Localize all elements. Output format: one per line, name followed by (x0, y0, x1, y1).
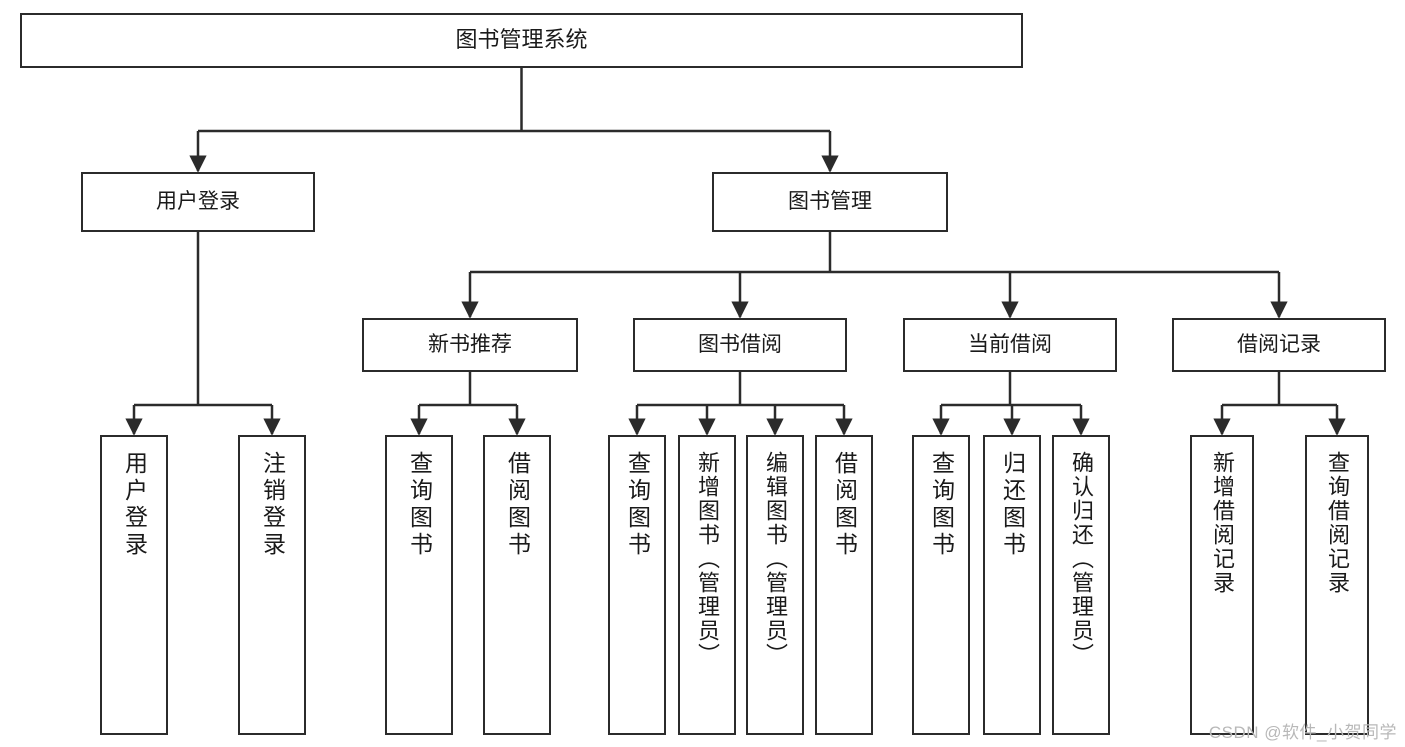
node-leaf6[interactable]: 新增图书（管理员） (678, 435, 736, 735)
node-label: 查询图书 (624, 451, 651, 559)
node-leaf4[interactable]: 借阅图书 (483, 435, 551, 735)
node-label: 借阅图书 (831, 451, 858, 559)
node-label: 确认归还（管理员） (1069, 451, 1094, 667)
node-label: 注销登录 (259, 451, 286, 559)
node-label: 图书管理 (788, 190, 872, 214)
watermark-text: CSDN @软件_小贺同学 (1208, 723, 1397, 742)
node-label: 用户登录 (121, 451, 148, 559)
node-leaf5[interactable]: 查询图书 (608, 435, 666, 735)
node-label: 编辑图书（管理员） (763, 451, 788, 667)
node-label: 归还图书 (999, 451, 1026, 559)
node-leaf12[interactable]: 新增借阅记录 (1190, 435, 1254, 735)
node-leaf9[interactable]: 查询图书 (912, 435, 970, 735)
node-label: 借阅记录 (1237, 333, 1321, 357)
node-leaf3[interactable]: 查询图书 (385, 435, 453, 735)
node-label: 查询借阅记录 (1325, 451, 1350, 595)
node-label: 新书推荐 (428, 333, 512, 357)
node-login[interactable]: 用户登录 (81, 172, 315, 232)
node-label: 新增借阅记录 (1210, 451, 1235, 595)
node-records[interactable]: 借阅记录 (1172, 318, 1386, 372)
node-leaf1[interactable]: 用户登录 (100, 435, 168, 735)
node-leaf11[interactable]: 确认归还（管理员） (1052, 435, 1110, 735)
node-label: 查询图书 (928, 451, 955, 559)
node-bookmgmt[interactable]: 图书管理 (712, 172, 948, 232)
node-label: 新增图书（管理员） (695, 451, 720, 667)
node-label: 当前借阅 (968, 333, 1052, 357)
node-label: 图书借阅 (698, 333, 782, 357)
node-label: 图书管理系统 (455, 27, 588, 53)
node-leaf7[interactable]: 编辑图书（管理员） (746, 435, 804, 735)
node-leaf8[interactable]: 借阅图书 (815, 435, 873, 735)
node-leaf10[interactable]: 归还图书 (983, 435, 1041, 735)
node-newbook[interactable]: 新书推荐 (362, 318, 578, 372)
node-root[interactable]: 图书管理系统 (20, 13, 1023, 68)
node-leaf2[interactable]: 注销登录 (238, 435, 306, 735)
node-current[interactable]: 当前借阅 (903, 318, 1117, 372)
node-label: 借阅图书 (504, 451, 531, 559)
node-label: 查询图书 (406, 451, 433, 559)
node-label: 用户登录 (156, 190, 240, 214)
node-borrow[interactable]: 图书借阅 (633, 318, 847, 372)
node-leaf13[interactable]: 查询借阅记录 (1305, 435, 1369, 735)
